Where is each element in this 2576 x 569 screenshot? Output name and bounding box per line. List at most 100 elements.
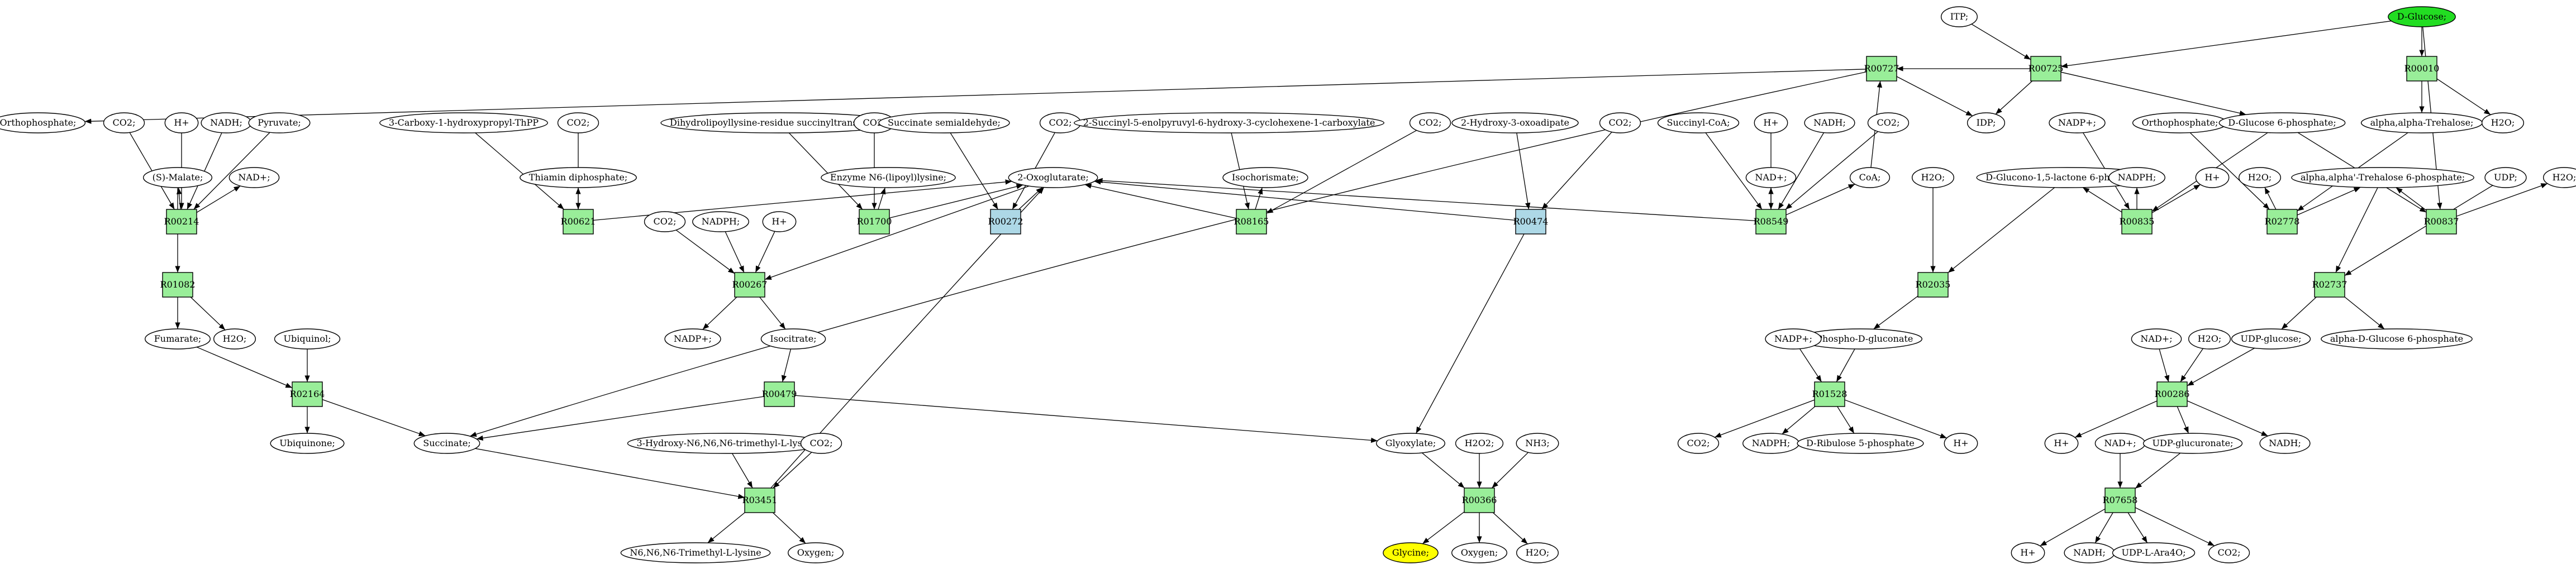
compound-nadplus-c[interactable]: NAD+; (2131, 328, 2182, 350)
compound-udparabinose[interactable]: UDP-L-Ara4O; (2112, 542, 2196, 563)
reaction-r02737[interactable]: R02737 (2312, 272, 2348, 298)
compound-h-g[interactable]: H+ (2011, 542, 2045, 563)
reaction-r03451[interactable]: R03451 (742, 487, 778, 513)
reaction-r00835[interactable]: R00835 (2120, 209, 2155, 235)
compound-hydroxyoxoadipate[interactable]: 2-Hydroxy-3-oxoadipate (1451, 112, 1579, 133)
reaction-r01082[interactable]: R01082 (160, 272, 196, 298)
compound-udp[interactable]: UDP; (2484, 167, 2527, 188)
compound-hydroxytrimethyllysine[interactable]: 3-Hydroxy-N6,N6,N6-trimethyl-L-lysine (627, 433, 826, 454)
compound-nadph-a[interactable]: NADPH; (2108, 167, 2165, 188)
compound-smalate[interactable]: (S)-Malate; (142, 167, 213, 188)
compound-nadh-b[interactable]: NADH; (1804, 112, 1855, 133)
compound-udpglucose[interactable]: UDP-glucose; (2231, 328, 2311, 350)
compound-thiamin[interactable]: Thiamin diphosphate; (520, 167, 637, 188)
reaction-r02778[interactable]: R02778 (2265, 209, 2300, 235)
compound-carboxyaminopropyl[interactable]: 3-Carboxy-1-hydroxypropyl-ThPP (379, 112, 548, 133)
reaction-r01528[interactable]: R01528 (1812, 381, 1848, 407)
compound-nadph-b[interactable]: NADPH; (692, 211, 749, 232)
compound-udpglucuronate[interactable]: UDP-glucuronate; (2142, 433, 2243, 454)
compound-isocitrate[interactable]: Isocitrate; (760, 328, 826, 350)
compound-co2-d[interactable]: CO2; (1039, 112, 1082, 133)
compound-nadpplus-b[interactable]: NADP+; (664, 328, 721, 350)
compound-h2o-a[interactable]: H2O; (2481, 112, 2525, 133)
compound-succsemialdehyde[interactable]: Succinate semialdehyde; (878, 112, 1010, 133)
compound-h2o-f[interactable]: H2O; (2188, 328, 2231, 350)
compound-co2-a[interactable]: CO2; (103, 112, 145, 133)
reaction-r00286[interactable]: R00286 (2155, 381, 2190, 407)
reaction-r00479[interactable]: R00479 (762, 381, 797, 407)
compound-ribulose5p[interactable]: D-Ribulose 5-phosphate (1797, 433, 1924, 454)
compound-h2o-d[interactable]: H2O; (1911, 167, 1955, 188)
compound-h-a[interactable]: H+ (164, 112, 199, 133)
compound-pyruvate[interactable]: Pyruvate; (248, 112, 311, 133)
reaction-r08549[interactable]: R08549 (1754, 209, 1789, 235)
compound-orthophosphate1[interactable]: Orthophosphate; (0, 112, 86, 133)
compound-co2-b[interactable]: CO2; (557, 112, 599, 133)
reaction-r00727[interactable]: R00727 (1864, 56, 1899, 82)
compound-co2-h[interactable]: CO2; (644, 211, 686, 232)
reaction-r07658[interactable]: R07658 (2103, 487, 2138, 513)
compound-trehalose6p[interactable]: alpha,alpha'-Trehalose 6-phosphate; (2291, 167, 2474, 188)
compound-oxygen-b[interactable]: Oxygen; (1451, 542, 1507, 563)
compound-orthophosphate2[interactable]: Orthophosphate; (2132, 112, 2228, 133)
compound-trimethyllysine[interactable]: N6,N6,N6-Trimethyl-L-lysine (620, 542, 771, 563)
reaction-r01700[interactable]: R01700 (857, 209, 892, 235)
compound-nadpplus-c[interactable]: NADP+; (1765, 328, 1822, 350)
compound-nadpplus-a[interactable]: NADP+; (2049, 112, 2106, 133)
compound-glyoxylate[interactable]: Glyoxylate; (1376, 433, 1445, 454)
compound-isochorismate[interactable]: Isochorismate; (1222, 167, 1308, 188)
reaction-r00474[interactable]: R00474 (1513, 209, 1549, 235)
compound-h2o-c[interactable]: H2O; (2542, 167, 2576, 188)
compound-enzymelipoyl[interactable]: Enzyme N6-(lipoyl)lysine; (821, 167, 956, 188)
reaction-r08165[interactable]: R08165 (1234, 209, 1269, 235)
compound-aglucose6p[interactable]: alpha-D-Glucose 6-phosphate (2321, 328, 2473, 350)
compound-coa[interactable]: CoA; (1849, 167, 1891, 188)
compound-h-f[interactable]: H+ (2044, 433, 2079, 454)
compound-co2-k[interactable]: CO2; (2208, 542, 2250, 563)
compound-co2-e[interactable]: CO2; (1409, 112, 1451, 133)
reaction-r00621[interactable]: R00621 (561, 209, 596, 235)
compound-h-d[interactable]: H+ (762, 211, 797, 232)
compound-itp[interactable]: ITP; (1941, 6, 1978, 27)
compound-h2o-e[interactable]: H2O; (213, 328, 256, 350)
compound-oxygen-a[interactable]: Oxygen; (788, 542, 844, 563)
compound-nadh-d[interactable]: NADH; (2064, 542, 2115, 563)
compound-co2-j[interactable]: CO2; (1677, 433, 1720, 454)
reaction-r00837[interactable]: R00837 (2424, 209, 2459, 235)
compound-trehalose[interactable]: alpha,alpha-Trehalose; (2360, 112, 2483, 133)
compound-h2o-b[interactable]: H2O; (2238, 167, 2282, 188)
compound-glycine[interactable]: Glycine; (1383, 542, 1439, 563)
reaction-r00267[interactable]: R00267 (732, 272, 768, 298)
compound-idp[interactable]: IDP; (1966, 112, 2006, 133)
compound-fumarate[interactable]: Fumarate; (145, 328, 211, 350)
compound-h-c[interactable]: H+ (2195, 167, 2230, 188)
compound-succinylenolpyruvyl[interactable]: 2-Succinyl-5-enolpyruvyl-6-hydroxy-3-cyc… (1074, 112, 1384, 133)
compound-dglucose6p[interactable]: D-Glucose 6-phosphate; (2218, 112, 2346, 133)
reaction-r00214[interactable]: R00214 (164, 209, 199, 235)
compound-nadph-c[interactable]: NADPH; (1742, 433, 1799, 454)
compound-nadplus-b[interactable]: NAD+; (1745, 167, 1797, 188)
compound-nadplus-d[interactable]: NAD+; (2094, 433, 2146, 454)
compound-succinylcoa[interactable]: Succinyl-CoA; (1657, 112, 1740, 133)
compound-nadh-c[interactable]: NADH; (2259, 433, 2311, 454)
reaction-r00366[interactable]: R00366 (1462, 487, 1497, 513)
reaction-r00272[interactable]: R00272 (988, 209, 1023, 235)
compound-h-b[interactable]: H+ (1754, 112, 1788, 133)
compound-co2-i[interactable]: CO2; (800, 433, 842, 454)
compound-phosphogluconate[interactable]: 6-Phospho-D-gluconate (1798, 328, 1923, 350)
compound-ubiquinone[interactable]: Ubiquinone; (270, 433, 345, 454)
compound-oxoglutarate[interactable]: 2-Oxoglutarate; (1008, 167, 1098, 188)
compound-h2o2[interactable]: H2O2; (1455, 433, 1504, 454)
compound-dglucose[interactable]: D-Glucose; (2388, 6, 2456, 27)
compound-dihydrolipoyl[interactable]: Dihydrolipoyllysine-residue succinyltran… (660, 112, 898, 133)
reaction-r00010[interactable]: R00010 (2404, 56, 2440, 82)
compound-nh3[interactable]: NH3; (1516, 433, 1559, 454)
reaction-r02035[interactable]: R02035 (1916, 272, 1951, 298)
compound-co2-f[interactable]: CO2; (1599, 112, 1641, 133)
compound-nadh-a[interactable]: NADH; (201, 112, 252, 133)
compound-nadplus-a[interactable]: NAD+; (228, 167, 280, 188)
compound-succinate[interactable]: Succinate; (413, 433, 480, 454)
compound-co2-g[interactable]: CO2; (1867, 112, 1910, 133)
reaction-r02164[interactable]: R02164 (290, 381, 325, 407)
reaction-r00725[interactable]: R00725 (2029, 56, 2064, 82)
